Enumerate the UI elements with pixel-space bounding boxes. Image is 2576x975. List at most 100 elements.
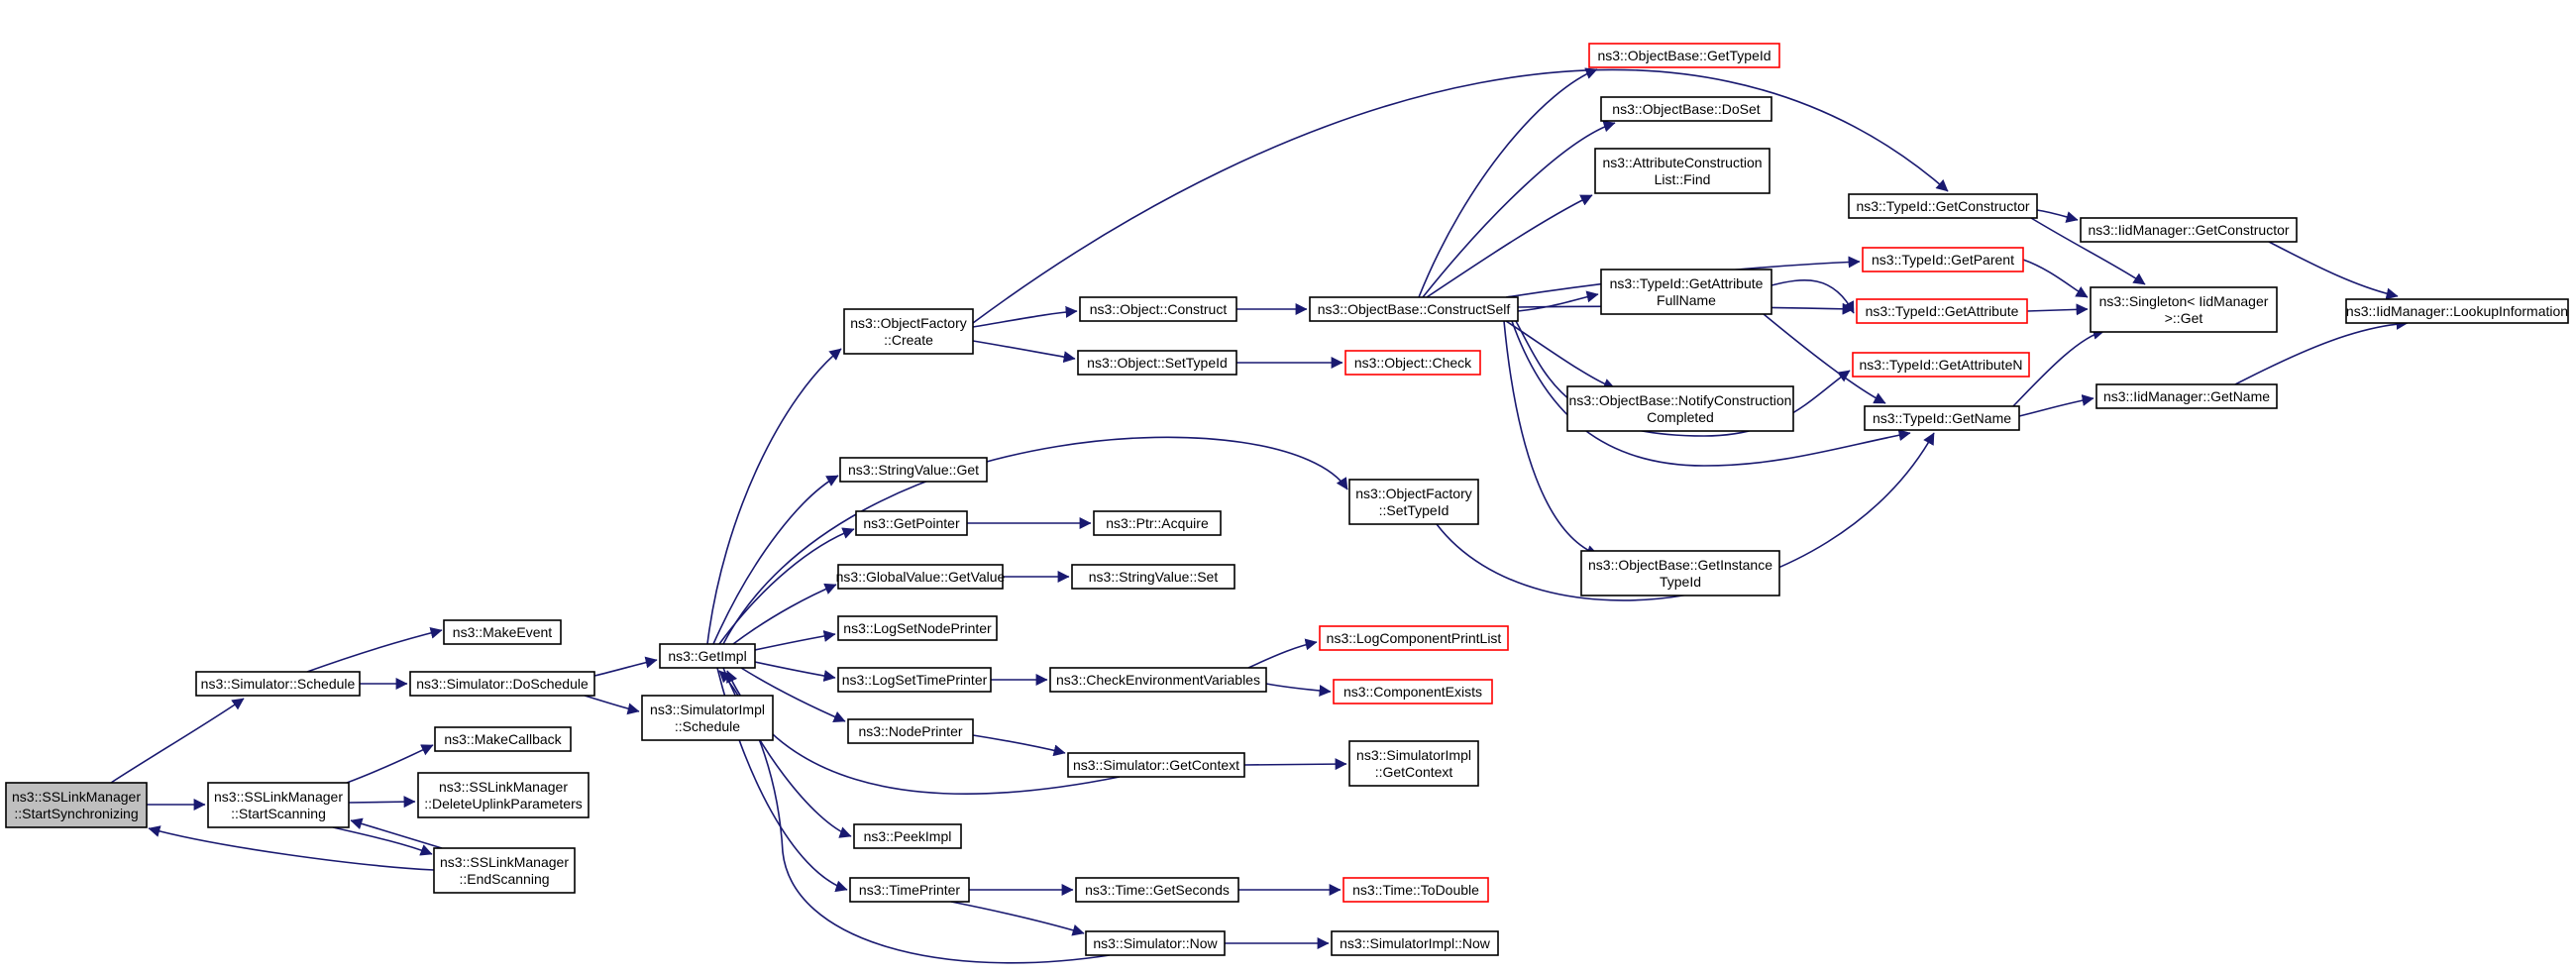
node-objcheck[interactable]: ns3::Object::Check: [1344, 350, 1481, 376]
node-iidlookup[interactable]: ns3::IidManager::LookupInformation: [2345, 298, 2569, 324]
node-label: ::StartScanning: [231, 806, 326, 821]
node-schedule[interactable]: ns3::Simulator::Schedule: [195, 671, 361, 697]
node-label: ns3::Object::Check: [1354, 355, 1472, 371]
node-endscan[interactable]: ns3::SSLinkManager::EndScanning: [433, 847, 576, 894]
edge-simnow-to-getimpl: [718, 670, 1111, 964]
node-label: ns3::GetImpl: [668, 648, 746, 664]
edge-obconstructself-to-obnotify: [1505, 320, 1616, 390]
edge-doschedule-to-simimplsched: [584, 695, 640, 715]
node-label: ns3::TypeId::GetName: [1873, 410, 2011, 426]
node-iidgetctor[interactable]: ns3::IidManager::GetConstructor: [2080, 217, 2298, 243]
node-box: [1342, 877, 1489, 903]
edge-doschedule-to-getimpl: [593, 656, 658, 677]
node-box: [2095, 383, 2278, 409]
node-label: ns3::Time::ToDouble: [1352, 882, 1479, 898]
node-box: [417, 772, 590, 818]
edge-getimpl-to-getptr: [718, 527, 855, 645]
node-label: TypeId: [1660, 574, 1701, 590]
node-iidgetname[interactable]: ns3::IidManager::GetName: [2095, 383, 2278, 409]
node-box: [433, 847, 576, 894]
node-tidgetattrn[interactable]: ns3::TypeId::GetAttributeN: [1852, 352, 2030, 378]
node-label: ns3::SimulatorImpl: [1356, 747, 1471, 763]
node-box: [1852, 352, 2030, 378]
node-getptr[interactable]: ns3::GetPointer: [855, 510, 968, 536]
node-compexists[interactable]: ns3::ComponentExists: [1333, 679, 1493, 704]
node-label: ns3::TimePrinter: [859, 882, 961, 898]
node-tidgetattr[interactable]: ns3::TypeId::GetAttribute: [1856, 298, 2028, 324]
node-logcomplist[interactable]: ns3::LogComponentPrintList: [1319, 625, 1509, 651]
node-singleton[interactable]: ns3::Singleton< IidManager>::Get: [2090, 286, 2278, 333]
node-peekimpl[interactable]: ns3::PeekImpl: [853, 823, 962, 849]
node-simimplnow[interactable]: ns3::SimulatorImpl::Now: [1331, 930, 1499, 956]
node-ofsettid[interactable]: ns3::ObjectFactory::SetTypeId: [1348, 479, 1479, 525]
node-box: [1600, 269, 1772, 315]
node-box: [195, 671, 361, 697]
edge-iidgetname-to-iidlookup: [2234, 317, 2409, 385]
node-gvget[interactable]: ns3::GlobalValue::GetValue: [836, 564, 1006, 590]
node-label: ns3::ObjectBase::NotifyConstruction: [1569, 392, 1792, 408]
node-strset[interactable]: ns3::StringValue::Set: [1071, 564, 1235, 590]
node-makecb[interactable]: ns3::MakeCallback: [434, 726, 572, 752]
node-box: [443, 619, 562, 645]
node-obnotify[interactable]: ns3::ObjectBase::NotifyConstructionCompl…: [1566, 385, 1794, 432]
edge-getimpl-to-ofsettid: [722, 436, 1348, 645]
node-label: ns3::MakeCallback: [444, 731, 562, 747]
node-objsettid[interactable]: ns3::Object::SetTypeId: [1077, 350, 1237, 376]
node-simimplsched[interactable]: ns3::SimulatorImpl::Schedule: [641, 695, 774, 741]
node-tidgetctor[interactable]: ns3::TypeId::GetConstructor: [1848, 193, 2038, 219]
node-ofcreate[interactable]: ns3::ObjectFactory::Create: [843, 308, 974, 355]
node-box: [849, 877, 970, 903]
node-timetodouble[interactable]: ns3::Time::ToDouble: [1342, 877, 1489, 903]
node-box: [837, 615, 998, 641]
node-label: ns3::ObjectBase::ConstructSelf: [1318, 301, 1511, 317]
node-box: [207, 782, 350, 828]
node-objconstruct[interactable]: ns3::Object::Construct: [1079, 296, 1237, 322]
node-label: ns3::LogComponentPrintList: [1327, 630, 1502, 646]
edge-iidgetctor-to-iidlookup: [2268, 241, 2399, 300]
node-box: [1067, 752, 1245, 778]
node-nodeprinter[interactable]: ns3::NodePrinter: [847, 718, 974, 744]
node-simnow[interactable]: ns3::Simulator::Now: [1085, 930, 1226, 956]
node-tidgetname[interactable]: ns3::TypeId::GetName: [1864, 405, 2020, 431]
node-label: ns3::Object::SetTypeId: [1087, 355, 1228, 371]
node-ptracq[interactable]: ns3::Ptr::Acquire: [1093, 510, 1222, 536]
node-root[interactable]: ns3::SSLinkManager::StartSynchronizing: [5, 782, 148, 828]
edge-obconstructself-to-attrfind: [1426, 194, 1593, 298]
node-timegetsec[interactable]: ns3::Time::GetSeconds: [1075, 877, 1239, 903]
edge-getimpl-to-lognode: [754, 630, 836, 651]
node-label: ns3::SimulatorImpl::Now: [1340, 935, 1491, 951]
node-box: [853, 823, 962, 849]
node-strget[interactable]: ns3::StringValue::Get: [839, 457, 988, 483]
node-delup[interactable]: ns3::SSLinkManager::DeleteUplinkParamete…: [417, 772, 590, 818]
node-obdoset[interactable]: ns3::ObjectBase::DoSet: [1600, 96, 1772, 122]
node-doschedule[interactable]: ns3::Simulator::DoSchedule: [409, 671, 595, 697]
node-logtime[interactable]: ns3::LogSetTimePrinter: [837, 667, 992, 693]
node-box: [843, 308, 974, 355]
node-timeprinter[interactable]: ns3::TimePrinter: [849, 877, 970, 903]
node-makeevent[interactable]: ns3::MakeEvent: [443, 619, 562, 645]
edge-obconstructself-to-obgetinst: [1503, 320, 1599, 557]
edge-obconstructself-to-tidgetname: [1511, 320, 1911, 467]
node-startscan[interactable]: ns3::SSLinkManager::StartScanning: [207, 782, 350, 828]
node-obconstructself[interactable]: ns3::ObjectBase::ConstructSelf: [1309, 296, 1519, 322]
node-label: ns3::ObjectBase::GetTypeId: [1597, 48, 1771, 63]
node-label: ns3::GlobalValue::GetValue: [836, 569, 1006, 585]
node-tidgetparent[interactable]: ns3::TypeId::GetParent: [1862, 247, 2024, 272]
node-checkenv[interactable]: ns3::CheckEnvironmentVariables: [1049, 667, 1267, 693]
node-label: >::Get: [2165, 310, 2203, 326]
node-lognode[interactable]: ns3::LogSetNodePrinter: [837, 615, 998, 641]
node-simgetctx[interactable]: ns3::Simulator::GetContext: [1067, 752, 1245, 778]
node-label: ns3::IidManager::GetConstructor: [2088, 222, 2289, 238]
node-getimpl[interactable]: ns3::GetImpl: [659, 643, 756, 669]
node-obgettid[interactable]: ns3::ObjectBase::GetTypeId: [1588, 43, 1780, 68]
node-label: ns3::TypeId::GetAttribute: [1610, 275, 1764, 291]
node-box: [1093, 510, 1222, 536]
node-simimplctx[interactable]: ns3::SimulatorImpl::GetContext: [1348, 740, 1479, 787]
node-label: ns3::TypeId::GetParent: [1872, 252, 2014, 268]
node-box: [837, 564, 1004, 590]
node-box: [1079, 296, 1237, 322]
node-label: ::Schedule: [675, 718, 740, 734]
